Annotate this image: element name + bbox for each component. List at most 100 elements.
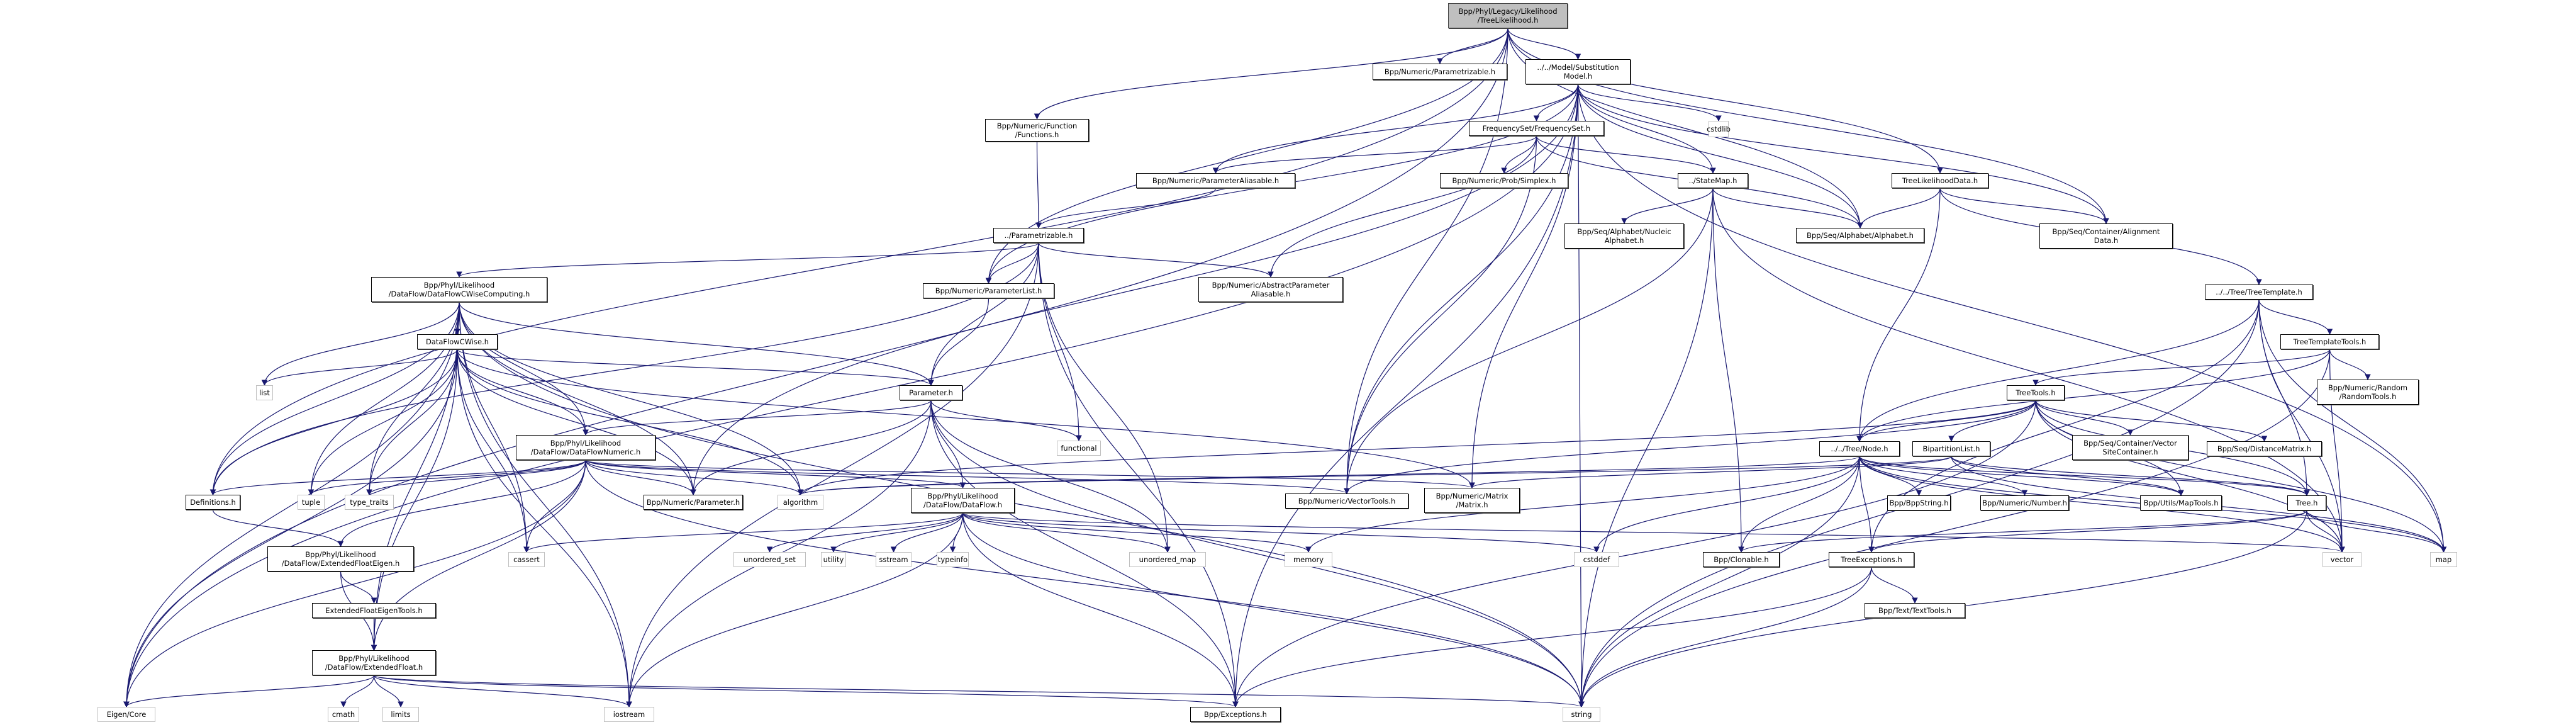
node-absparamalias[interactable]: Bpp/Numeric/AbstractParameter Aliasable.… (1198, 277, 1343, 302)
node-freqset[interactable]: FrequencySet/FrequencySet.h (1469, 121, 1604, 136)
edge-dfnumeric-to-vectortools (585, 459, 1350, 494)
edge-submodel-to-matrix (1469, 84, 1579, 488)
node-treeexceptions[interactable]: TreeExceptions.h (1829, 552, 1914, 567)
node-unorderedmap: unordered_map (1129, 552, 1206, 567)
edge-dfnumeric-to-typetraits (366, 459, 586, 495)
edge-parameter-to-exceptions (930, 400, 1239, 707)
node-cstdlib: cstdlib (1707, 121, 1731, 137)
node-paramlist[interactable]: Bpp/Numeric/ParameterList.h (923, 283, 1054, 298)
node-exceptions[interactable]: Bpp/Exceptions.h (1190, 707, 1281, 722)
node-extfloateigentools[interactable]: ExtendedFloatEigenTools.h (312, 603, 436, 618)
node-label: TreeTools.h (2016, 388, 2056, 397)
node-unorderedset: unordered_set (733, 552, 806, 567)
node-parameter[interactable]: Parameter.h (900, 385, 962, 400)
node-dfcwisecomp[interactable]: Bpp/Phyl/Likelihood /DataFlow/DataFlowCW… (371, 277, 547, 302)
node-nucleic[interactable]: Bpp/Seq/Alphabet/Nucleic Alphabet.h (1564, 223, 1684, 249)
edge-submodel-to-freqset (1533, 84, 1579, 121)
node-parametrizable[interactable]: ../Parametrizable.h (993, 228, 1084, 243)
node-nparametrizable[interactable]: Bpp/Numeric/Parametrizable.h (1373, 64, 1507, 80)
node-aligndata[interactable]: Bpp/Seq/Container/Alignment Data.h (2039, 223, 2173, 249)
node-label: Bpp/Seq/Alphabet/Alphabet.h (1807, 231, 1914, 240)
node-root[interactable]: Bpp/Phyl/Legacy/Likelihood /TreeLikeliho… (1448, 3, 1568, 28)
node-maptools[interactable]: Bpp/Utils/MapTools.h (2140, 495, 2222, 510)
node-utility: utility (821, 552, 846, 567)
edge-dfcwisecomp-to-eigencore (123, 302, 460, 707)
node-bppstring[interactable]: Bpp/BppString.h (1887, 495, 1951, 510)
edge-dfcwise-to-definitions (209, 349, 458, 495)
node-tldata[interactable]: TreeLikelihoodData.h (1892, 173, 1988, 188)
node-cstddef: cstddef (1574, 552, 1619, 567)
edge-dataflow-to-sstream (890, 512, 964, 553)
edge-dataflow-to-cstddef (962, 512, 1600, 553)
node-nparameter[interactable]: Bpp/Numeric/Parameter.h (644, 495, 743, 510)
node-label: Bpp/Numeric/Prob/Simplex.h (1452, 176, 1556, 185)
edge-parametrizable-to-paramlist (985, 242, 1039, 284)
node-label: TreeLikelihoodData.h (1902, 176, 1978, 185)
edge-bipartition-to-algorithm (798, 456, 1952, 495)
node-label: Definitions.h (190, 498, 236, 507)
node-definitions[interactable]: Definitions.h (186, 495, 240, 510)
edge-tree-to-vector (2306, 510, 2345, 553)
edge-dfcwisecomp-to-tuple (308, 302, 460, 495)
node-label: Bpp/Numeric/Parameter.h (646, 498, 740, 507)
node-randomtools[interactable]: Bpp/Numeric/Random /RandomTools.h (2317, 380, 2419, 405)
node-tree[interactable]: Tree.h (2287, 495, 2326, 510)
edge-treetools-to-distmatrix (2035, 400, 2268, 442)
edge-node-to-maptools (1859, 456, 2184, 496)
node-treetools[interactable]: TreeTools.h (2007, 385, 2065, 400)
node-label: ../../Model/Substitution Model.h (1537, 63, 1619, 81)
edge-dfcwisecomp-to-extfloat (371, 302, 460, 651)
node-label: ../../Tree/TreeTemplate.h (2216, 288, 2302, 296)
edge-node-to-memory (1305, 456, 1860, 553)
node-matrix[interactable]: Bpp/Numeric/Matrix /Matrix.h (1424, 488, 1520, 513)
edge-treetemplate-to-treetemplatetools (2258, 299, 2333, 335)
node-submodel[interactable]: ../../Model/Substitution Model.h (1525, 59, 1631, 84)
node-clonable[interactable]: Bpp/Clonable.h (1703, 552, 1780, 567)
node-tuple: tuple (298, 495, 325, 510)
node-dfnumeric[interactable]: Bpp/Phyl/Likelihood /DataFlow/DataFlowNu… (516, 435, 655, 460)
node-label: Bpp/Phyl/Likelihood /DataFlow/ExtendedFl… (325, 654, 423, 672)
node-label: type_traits (350, 498, 389, 507)
edge-parameter-to-nparameter (690, 400, 932, 495)
node-paramaliasable[interactable]: Bpp/Numeric/ParameterAliasable.h (1136, 173, 1295, 188)
node-treetemplatetools[interactable]: TreeTemplateTools.h (2280, 334, 2379, 349)
node-vsc[interactable]: Bpp/Seq/Container/Vector SiteContainer.h (2072, 435, 2188, 460)
node-alphabet[interactable]: Bpp/Seq/Alphabet/Alphabet.h (1796, 228, 1924, 243)
node-statemap[interactable]: ../StateMap.h (1678, 173, 1748, 188)
node-dfcwise[interactable]: DataFlowCWise.h (417, 334, 498, 349)
node-node[interactable]: ../../Tree/Node.h (1819, 441, 1900, 456)
edge-dfcwise-to-cassert (457, 349, 530, 553)
node-extfloateigen[interactable]: Bpp/Phyl/Likelihood /DataFlow/ExtendedFl… (267, 546, 414, 572)
edge-submodel-to-paramaliasable (1212, 84, 1579, 174)
edge-dfcwise-to-algorithm (457, 349, 804, 495)
edge-extfloat-to-cmath (340, 675, 375, 707)
edge-parametrizable-to-dfcwisecomp (456, 242, 1039, 278)
node-label: utility (823, 555, 844, 564)
edge-tree-to-treeexceptions (1868, 510, 2307, 553)
node-label: TreeTemplateTools.h (2293, 337, 2367, 346)
node-functions[interactable]: Bpp/Numeric/Function /Functions.h (985, 119, 1089, 142)
node-label: unordered_map (1139, 555, 1196, 564)
edge-dfnumeric-to-nparameter (585, 459, 696, 495)
edge-freqset-to-absparamalias (1268, 135, 1537, 278)
node-bipartition[interactable]: BipartitionList.h (1912, 441, 1990, 456)
edge-parametrizable-to-exceptions (1038, 242, 1239, 707)
node-label: Bpp/BppString.h (1889, 499, 1949, 507)
node-label: Bpp/Numeric/Number.h (1982, 499, 2067, 507)
edge-treetools-to-algorithm (797, 400, 2036, 495)
node-label: iostream (613, 710, 645, 719)
node-vector: vector (2322, 552, 2361, 567)
node-number[interactable]: Bpp/Numeric/Number.h (1980, 495, 2069, 510)
edge-freqset-to-statemap (1536, 135, 1716, 174)
node-extfloat[interactable]: Bpp/Phyl/Likelihood /DataFlow/ExtendedFl… (312, 650, 436, 675)
node-label: cstddef (1583, 555, 1610, 564)
node-vectortools[interactable]: Bpp/Numeric/VectorTools.h (1285, 493, 1408, 509)
node-dataflow[interactable]: Bpp/Phyl/Likelihood /DataFlow/DataFlow.h (911, 488, 1015, 513)
node-treetemplate[interactable]: ../../Tree/TreeTemplate.h (2205, 285, 2313, 300)
edge-dataflow-to-utility (830, 512, 964, 553)
node-texttools[interactable]: Bpp/Text/TextTools.h (1865, 603, 1965, 618)
node-simplex[interactable]: Bpp/Numeric/Prob/Simplex.h (1440, 173, 1568, 188)
node-distmatrix[interactable]: Bpp/Seq/DistanceMatrix.h (2207, 441, 2322, 456)
edge-treetools-to-map (2035, 400, 2447, 553)
node-label: Bpp/Numeric/VectorTools.h (1298, 497, 1396, 505)
